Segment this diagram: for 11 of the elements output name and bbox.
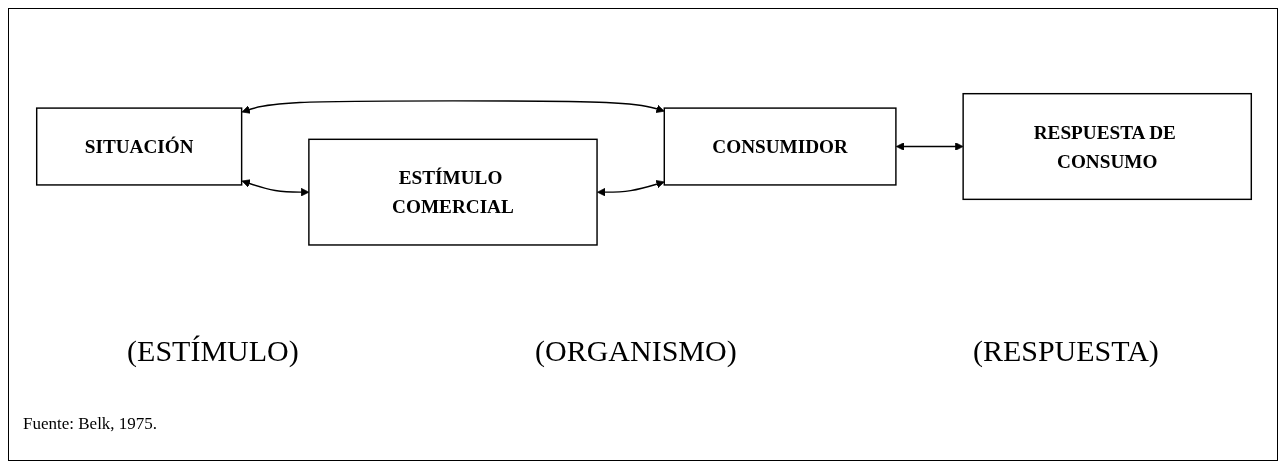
arrow — [597, 179, 665, 197]
source-caption: Fuente: Belk, 1975. — [23, 414, 158, 434]
node-box: ESTÍMULO COMERCIAL — [308, 138, 598, 246]
stage-label: (RESPUESTA) — [972, 334, 1159, 368]
arrow — [241, 99, 665, 114]
stage-label: (ESTÍMULO) — [127, 334, 299, 368]
node-box: SITUACIÓN — [36, 107, 243, 186]
stage-label: (ORGANISMO) — [535, 334, 737, 368]
node-box: RESPUESTA DE CONSUMO — [962, 92, 1252, 200]
node-box: CONSUMIDOR — [663, 107, 897, 186]
arrow — [895, 141, 964, 151]
